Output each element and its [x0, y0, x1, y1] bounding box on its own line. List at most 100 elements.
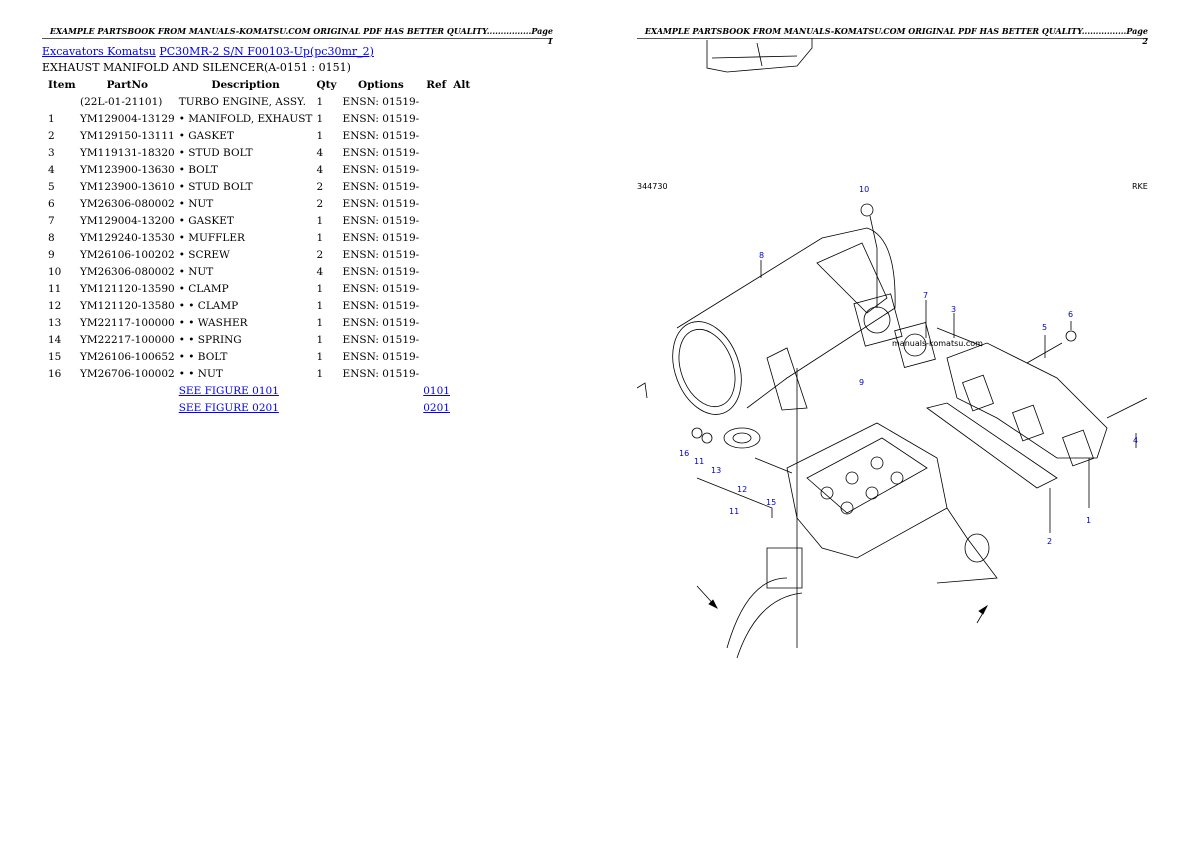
see-figure-row: SEE FIGURE 0101 0101 [44, 382, 472, 399]
cell-qty: 2 [316, 180, 324, 193]
cell-alt [451, 212, 472, 229]
cell-alt [451, 365, 472, 382]
cell-item: 7 [48, 214, 55, 227]
cell-alt [451, 229, 472, 246]
cell-ref [421, 314, 451, 331]
cell-qty: 1 [316, 333, 324, 346]
cell-partno: YM129004-13129 [80, 112, 175, 125]
cell-item: 12 [48, 299, 62, 312]
cell-qty: 1 [316, 282, 324, 295]
table-header-row: Item PartNo Description Qty Options Ref … [44, 76, 472, 93]
cell-description: • CLAMP [178, 282, 229, 295]
cell-item [44, 93, 78, 110]
col-qty: Qty [316, 78, 337, 91]
cell-ref [421, 212, 451, 229]
cell-partno: YM26106-100652 [80, 350, 175, 363]
col-alt: Alt [453, 78, 471, 91]
cell-item: 2 [48, 129, 55, 142]
cell-alt [451, 331, 472, 348]
cell-item: 1 [48, 112, 55, 125]
figure-code: 344730 [637, 182, 668, 191]
cell-qty: 1 [316, 350, 324, 363]
cell-qty: 2 [316, 248, 324, 261]
cell-alt [451, 161, 472, 178]
cell-ref [421, 280, 451, 297]
col-item: Item [48, 78, 76, 91]
figure-ref-link[interactable]: 0101 [423, 384, 450, 397]
cell-options: ENSN: 01519- [342, 146, 420, 159]
callout-label: 7 [923, 291, 928, 300]
cell-description: • STUD BOLT [178, 180, 253, 193]
cell-partno: YM121120-13590 [80, 282, 175, 295]
cell-partno: YM129004-13200 [80, 214, 175, 227]
cell-description: • GASKET [178, 214, 234, 227]
cell-item: 8 [48, 231, 55, 244]
cell-ref [421, 178, 451, 195]
cell-description: • BOLT [178, 163, 218, 176]
cell-alt [451, 178, 472, 195]
cell-ref [421, 365, 451, 382]
cell-options: ENSN: 01519- [342, 197, 420, 210]
section-title: EXHAUST MANIFOLD AND SILENCER(A-0151 : 0… [42, 61, 351, 74]
see-figure-link[interactable]: SEE FIGURE 0201 [178, 401, 279, 414]
callout-label: 6 [1068, 310, 1073, 319]
cell-qty: 1 [316, 214, 324, 227]
cell-item: 10 [48, 265, 62, 278]
cell-qty: 4 [316, 163, 324, 176]
cell-description: • NUT [178, 265, 214, 278]
cell-ref [421, 246, 451, 263]
breadcrumb-category-link[interactable]: Excavators Komatsu [42, 45, 156, 58]
cell-description: • • WASHER [178, 316, 248, 329]
cell-description: • NUT [178, 197, 214, 210]
breadcrumb-model-link[interactable]: PC30MR-2 S/N F00103-Up(pc30mr_2) [159, 45, 374, 58]
corner-code: RKE [1132, 182, 1148, 191]
cell-alt [451, 246, 472, 263]
cell-options: ENSN: 01519- [342, 180, 420, 193]
page-1-header: EXAMPLE PARTSBOOK FROM MANUALS-KOMATSU.C… [42, 26, 553, 46]
callout-label: 12 [737, 485, 747, 494]
cell-options: ENSN: 01519- [342, 367, 420, 380]
cell-partno: YM123900-13630 [80, 163, 175, 176]
cell-item: 3 [48, 146, 55, 159]
figure-ref-link[interactable]: 0201 [423, 401, 450, 414]
cell-ref [421, 127, 451, 144]
col-partno: PartNo [106, 78, 149, 91]
cell-qty: 4 [316, 265, 324, 278]
cell-options: ENSN: 01519- [342, 95, 420, 108]
cell-item: 15 [48, 350, 62, 363]
cell-qty: 4 [316, 146, 324, 159]
breadcrumb: Excavators Komatsu PC30MR-2 S/N F00103-U… [42, 45, 374, 58]
col-ref: Ref [426, 78, 447, 91]
diagram-drawing [637, 38, 1148, 658]
cell-item: 13 [48, 316, 62, 329]
callout-label: 4 [1133, 436, 1138, 445]
callout-label: 15 [766, 498, 776, 507]
callout-label: 3 [951, 305, 956, 314]
cell-ref [421, 110, 451, 127]
cell-options: ENSN: 01519- [342, 333, 420, 346]
cell-description: • MUFFLER [178, 231, 245, 244]
watermark: manuals-komatsu.com [892, 339, 983, 348]
cell-description: • SCREW [178, 248, 230, 261]
cell-description: • • NUT [178, 367, 223, 380]
cell-ref [421, 93, 451, 110]
cell-options: ENSN: 01519- [342, 129, 420, 142]
cell-options: ENSN: 01519- [342, 248, 420, 261]
cell-partno: YM22217-100000 [80, 333, 175, 346]
see-figure-link[interactable]: SEE FIGURE 0101 [178, 384, 279, 397]
callout-label: 2 [1047, 537, 1052, 546]
cell-options: ENSN: 01519- [342, 231, 420, 244]
cell-item: 16 [48, 367, 62, 380]
callout-label: 5 [1042, 323, 1047, 332]
cell-ref [421, 161, 451, 178]
